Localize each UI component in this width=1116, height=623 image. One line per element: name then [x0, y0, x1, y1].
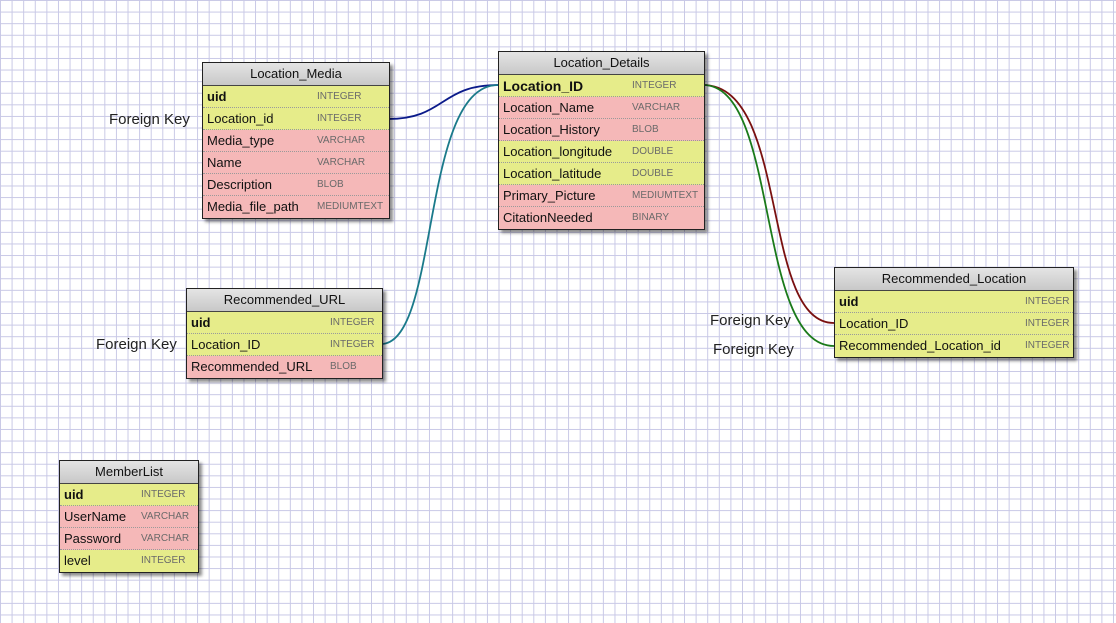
field-row[interactable]: Location_ID INTEGER	[187, 334, 382, 356]
field-row[interactable]: Description BLOB	[203, 174, 389, 196]
field-row[interactable]: Location_ID INTEGER	[835, 313, 1073, 335]
table-location-details[interactable]: Location_Details Location_ID INTEGER Loca…	[498, 51, 705, 230]
link-media-to-details	[387, 84, 499, 120]
field-row[interactable]: Location_Name VARCHAR	[499, 97, 704, 119]
field-type: DOUBLE	[632, 168, 674, 179]
field-name: Location_id	[207, 111, 274, 126]
field-name: Recommended_URL	[191, 359, 313, 374]
field-row[interactable]: Primary_Picture MEDIUMTEXT	[499, 185, 704, 207]
field-type: VARCHAR	[317, 157, 366, 168]
field-row[interactable]: Name VARCHAR	[203, 152, 389, 174]
field-name: uid	[191, 315, 211, 330]
link-details-to-rec-recommended-id	[702, 84, 835, 347]
field-type: INTEGER	[1025, 340, 1070, 351]
field-name: Location_History	[503, 122, 600, 137]
field-row[interactable]: Location_History BLOB	[499, 119, 704, 141]
field-type: INTEGER	[317, 91, 362, 102]
field-row[interactable]: Recommended_Location_id INTEGER	[835, 335, 1073, 357]
field-name: Media_type	[207, 133, 275, 148]
table-title: Recommended_Location	[835, 268, 1073, 291]
link-url-to-details	[380, 84, 499, 345]
table-title: Location_Details	[499, 52, 704, 75]
field-row[interactable]: Media_file_path MEDIUMTEXT	[203, 196, 389, 218]
field-row[interactable]: UserName VARCHAR	[60, 506, 198, 528]
field-type: BLOB	[632, 124, 659, 135]
field-name: Media_file_path	[207, 199, 299, 214]
field-name: uid	[839, 294, 859, 309]
field-type: BINARY	[632, 212, 670, 223]
table-title: Location_Media	[203, 63, 389, 86]
field-name: Name	[207, 155, 242, 170]
field-type: DOUBLE	[632, 146, 674, 157]
field-row[interactable]: Location_id INTEGER	[203, 108, 389, 130]
link-details-to-rec-location-id	[702, 84, 835, 324]
field-type: MEDIUMTEXT	[317, 201, 384, 212]
field-name: UserName	[64, 509, 127, 524]
field-name: Location_Name	[503, 100, 595, 115]
foreign-key-label-rec-recommended-id: Foreign Key	[713, 341, 794, 358]
field-type: INTEGER	[632, 80, 677, 91]
field-type: BLOB	[330, 361, 357, 372]
foreign-key-label-media: Foreign Key	[109, 111, 190, 128]
field-name: Location_ID	[503, 78, 584, 94]
field-name: Recommended_Location_id	[839, 338, 1001, 353]
field-type: INTEGER	[330, 339, 375, 350]
field-type: VARCHAR	[141, 511, 190, 522]
field-row[interactable]: uid INTEGER	[60, 484, 198, 506]
field-name: CitationNeeded	[503, 210, 593, 225]
field-name: Location_ID	[191, 337, 261, 352]
foreign-key-label-url: Foreign Key	[96, 336, 177, 353]
table-title: Recommended_URL	[187, 289, 382, 312]
field-row[interactable]: uid INTEGER	[187, 312, 382, 334]
field-name: Primary_Picture	[503, 188, 596, 203]
field-name: Location_ID	[839, 316, 909, 331]
field-type: INTEGER	[330, 317, 375, 328]
field-name: Password	[64, 531, 122, 546]
field-type: INTEGER	[1025, 318, 1070, 329]
field-row[interactable]: CitationNeeded BINARY	[499, 207, 704, 229]
field-row[interactable]: Location_longitude DOUBLE	[499, 141, 704, 163]
field-row[interactable]: level INTEGER	[60, 550, 198, 572]
field-type: VARCHAR	[317, 135, 366, 146]
field-name: Location_latitude	[503, 166, 602, 181]
field-name: uid	[207, 89, 227, 104]
field-type: VARCHAR	[141, 533, 190, 544]
field-type: INTEGER	[317, 113, 362, 124]
field-name: uid	[64, 487, 84, 502]
field-type: INTEGER	[1025, 296, 1070, 307]
field-row[interactable]: Recommended_URL BLOB	[187, 356, 382, 378]
table-title: MemberList	[60, 461, 198, 484]
field-row[interactable]: uid INTEGER	[835, 291, 1073, 313]
field-type: BLOB	[317, 179, 344, 190]
field-row[interactable]: Location_ID INTEGER	[499, 75, 704, 97]
field-name: Description	[207, 177, 273, 192]
field-row[interactable]: Password VARCHAR	[60, 528, 198, 550]
field-type: INTEGER	[141, 489, 186, 500]
field-row[interactable]: Media_type VARCHAR	[203, 130, 389, 152]
field-row[interactable]: uid INTEGER	[203, 86, 389, 108]
field-type: MEDIUMTEXT	[632, 190, 699, 201]
field-type: INTEGER	[141, 555, 186, 566]
field-row[interactable]: Location_latitude DOUBLE	[499, 163, 704, 185]
field-name: level	[64, 553, 91, 568]
foreign-key-label-rec-location-id: Foreign Key	[710, 312, 791, 329]
field-type: VARCHAR	[632, 102, 681, 113]
field-name: Location_longitude	[503, 144, 613, 159]
